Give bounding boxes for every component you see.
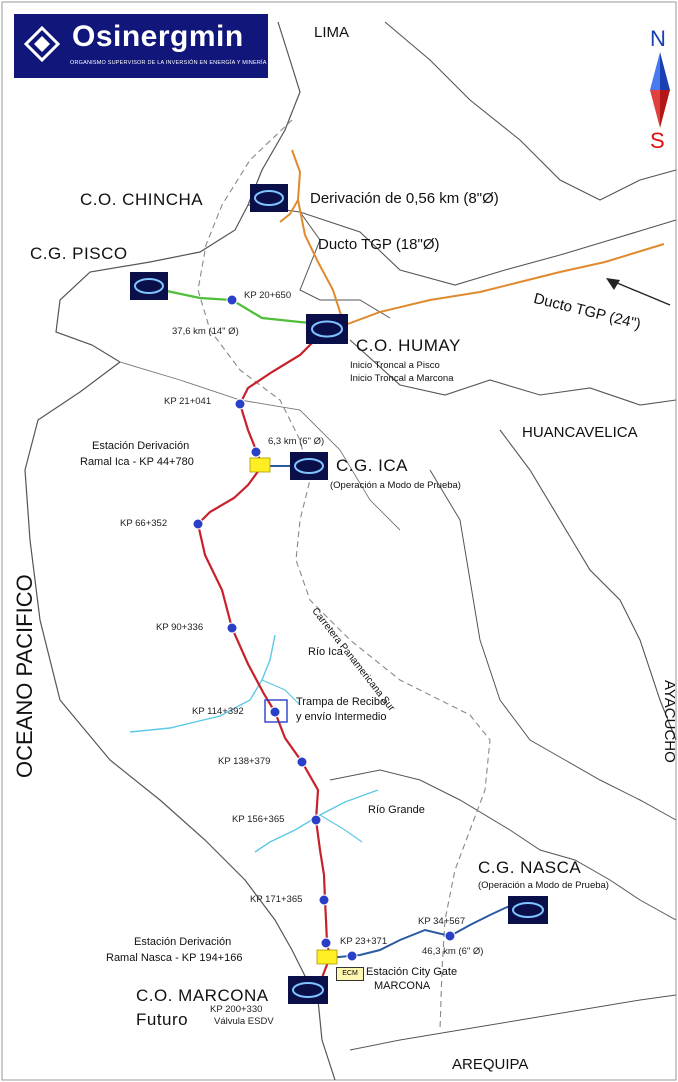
kp-marker: [444, 930, 456, 942]
station-chincha-label: C.O. CHINCHA: [80, 190, 204, 209]
kp-marker: [296, 756, 308, 768]
logo-subtitle: ORGANISMO SUPERVISOR DE LA INVERSIÓN EN …: [70, 60, 267, 66]
kp-label: KP 156+365: [232, 814, 285, 825]
arequipa-boundary: [349, 994, 677, 1051]
kp-marker: [320, 937, 332, 949]
compass-south: S: [650, 128, 665, 153]
station-marcona: [288, 976, 328, 1004]
river-ica-label: Río Ica: [308, 646, 343, 658]
kp-label: KP 66+352: [120, 518, 168, 529]
panamericana-road: [197, 119, 491, 1031]
river-grande-tributary: [319, 814, 363, 843]
humay-note-marcona: Inicio Troncal a Marcona: [350, 373, 454, 384]
tgp-arrow-line: [609, 279, 671, 306]
station-nasca-label: C.G. NASCA: [478, 858, 582, 877]
station-humay-label: C.O. HUMAY: [356, 336, 461, 355]
ayacucho-boundary: [499, 429, 677, 741]
compass-arrow-icon: [650, 52, 670, 128]
station-humay: [306, 314, 348, 344]
tgp-24-pipeline: [344, 243, 665, 326]
ica-derivation-line2: Ramal Ica - KP 44+780: [80, 456, 194, 468]
river-ica-tributary: [261, 679, 301, 706]
kp-marker: [234, 398, 246, 410]
marcona-future-label: Futuro: [136, 1010, 189, 1029]
ocean-label: OCEANO PACIFICO: [12, 574, 37, 778]
east-boundary: [429, 469, 677, 821]
station-marcona-label: C.O. MARCONA: [136, 986, 269, 1005]
coastline: [24, 21, 336, 1081]
huancavelica-boundary: [349, 339, 677, 406]
ica-derivation-station: [249, 457, 271, 473]
kp-label: KP 21+041: [164, 396, 212, 407]
osinergmin-mark-icon: [24, 26, 60, 62]
pisco-length-label: 37,6 km (14" Ø): [172, 326, 239, 337]
station-ica-label: C.G. ICA: [336, 456, 409, 475]
city-gate-line2: MARCONA: [374, 980, 431, 992]
marcona-valve-label: Válvula ESDV: [214, 1016, 274, 1027]
south-boundary: [329, 769, 677, 921]
kp-label: KP 20+650: [244, 290, 292, 301]
pisco-branch: [161, 288, 326, 326]
trampa-line1: Trampa de Recibo: [296, 696, 387, 708]
kp-marker: [192, 518, 204, 530]
station-nasca: [508, 896, 548, 924]
kp-marker: [269, 706, 281, 718]
station-chincha: [250, 184, 288, 212]
lima-east-boundary: [384, 21, 677, 201]
region-lima: LIMA: [314, 24, 350, 41]
kp-marker: [318, 894, 330, 906]
kp-label: KP 90+336: [156, 622, 204, 633]
kp-label: KP 171+365: [250, 894, 303, 905]
nasca-derivation-station: [316, 949, 338, 965]
kp-marker: [226, 622, 238, 634]
lima-boundary: [247, 204, 677, 286]
city-gate-line1: Estación City Gate: [366, 966, 458, 978]
osinergmin-logo: Osinergmin ORGANISMO SUPERVISOR DE LA IN…: [14, 14, 268, 78]
trampa-line2: y envío Intermedio: [296, 711, 387, 723]
nasca-branch: [327, 901, 521, 959]
derivacion-label: Derivación de 0,56 km (8"Ø): [310, 190, 499, 207]
marcona-kp-label: KP 200+330: [210, 1004, 263, 1015]
kp-marker: [250, 446, 262, 458]
tgp-18-label: Ducto TGP (18"Ø): [318, 236, 440, 253]
humay-note-pisco: Inicio Troncal a Pisco: [350, 360, 440, 371]
kp-markers: [192, 294, 456, 962]
trampa-box: [264, 699, 288, 723]
region-arequipa: AREQUIPA: [452, 1056, 529, 1073]
kp-marker: [346, 950, 358, 962]
river-ica: [129, 634, 276, 733]
kp-label: KP 23+371: [340, 936, 388, 947]
river-grande-label: Río Grande: [368, 804, 425, 816]
nasca-derivation-line2: Ramal Nasca - KP 194+166: [106, 952, 243, 964]
kp-label: KP 34+567: [418, 916, 466, 927]
kp-marker: [226, 294, 238, 306]
region-huancavelica: HUANCAVELICA: [522, 424, 638, 441]
logo-name: Osinergmin: [72, 20, 244, 53]
ecm-badge: ECM: [336, 967, 364, 981]
inner-boundary-1: [119, 361, 401, 531]
ica-note: (Operación a Modo de Prueba): [330, 480, 461, 491]
kp-label: KP 114+392: [192, 706, 244, 717]
station-ica: [290, 452, 328, 480]
station-pisco-label: C.G. PISCO: [30, 244, 128, 263]
kp-marker: [310, 814, 322, 826]
river-grande: [254, 789, 379, 853]
tgp-arrow-head: [606, 278, 620, 290]
compass-north: N: [650, 26, 666, 51]
nasca-length-label: 46,3 km (6" Ø): [422, 946, 484, 957]
nasca-derivation-line1: Estación Derivación: [134, 936, 232, 948]
region-ayacucho: AYACUCHO: [661, 680, 678, 763]
kp-label: KP 138+379: [218, 756, 271, 767]
nasca-note: (Operación a Modo de Prueba): [478, 880, 609, 891]
ica-inner-boundary: [299, 211, 391, 319]
ica-length-label: 6,3 km (6" Ø): [268, 436, 325, 447]
station-pisco: [130, 272, 168, 300]
ica-derivation-line1: Estación Derivación: [92, 440, 190, 452]
